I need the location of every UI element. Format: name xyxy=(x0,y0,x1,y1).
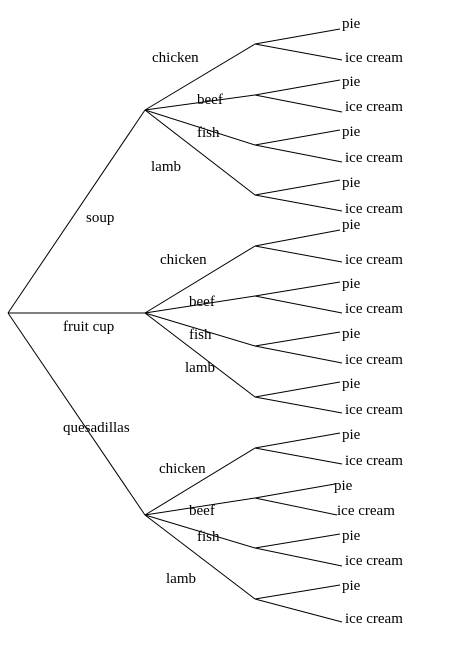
edge-fruit-cup-chicken xyxy=(144,245,256,314)
edge-quesadillas-chicken xyxy=(144,447,256,516)
edge-soup-chicken-pie xyxy=(254,28,341,45)
leaf-soup-lamb-pie: pie xyxy=(342,175,361,191)
label-fruit-cup-fish: fish xyxy=(189,327,212,343)
label-quesadillas: quesadillas xyxy=(63,420,130,436)
edge-soup-beef xyxy=(144,94,256,111)
edge-soup-chicken-ice-cream xyxy=(254,43,343,61)
edge-soup-lamb xyxy=(144,109,256,196)
edge-soup-fish xyxy=(144,109,256,146)
edge-soup-fish-pie xyxy=(254,129,341,146)
label-fruit-cup-lamb: lamb xyxy=(185,360,215,376)
label-soup-lamb: lamb xyxy=(151,159,181,175)
label-soup-fish: fish xyxy=(197,125,220,141)
leaf-fruit-cup-chicken-pie: pie xyxy=(342,217,361,233)
leaf-quesadillas-fish-pie: pie xyxy=(342,528,361,544)
leaf-soup-chicken-ice-cream: ice cream xyxy=(345,50,403,66)
edge-fruit-cup-fish-pie xyxy=(254,331,341,347)
leaf-quesadillas-beef-pie: pie xyxy=(334,478,353,494)
leaf-soup-beef-ice-cream: ice cream xyxy=(345,99,403,115)
leaf-quesadillas-beef-ice-cream: ice cream xyxy=(337,503,395,519)
leaf-fruit-cup-lamb-pie: pie xyxy=(342,376,361,392)
label-soup: soup xyxy=(86,210,114,226)
label-soup-chicken: chicken xyxy=(152,50,199,66)
edge-fruit-cup-chicken-ice-cream xyxy=(254,245,343,263)
edge-soup-beef-ice-cream xyxy=(254,94,343,113)
label-quesadillas-beef: beef xyxy=(189,503,215,519)
edge-fruit-cup-lamb-pie xyxy=(254,381,341,398)
edge-quesadillas-fish xyxy=(144,514,256,549)
label-soup-beef: beef xyxy=(197,92,223,108)
edge-quesadillas-chicken-ice-cream xyxy=(254,447,343,465)
edge-fruit-cup-beef-ice-cream xyxy=(254,295,343,314)
label-quesadillas-fish: fish xyxy=(197,529,220,545)
leaf-fruit-cup-beef-ice-cream: ice cream xyxy=(345,301,403,317)
leaf-fruit-cup-lamb-ice-cream: ice cream xyxy=(345,402,403,418)
leaf-quesadillas-lamb-ice-cream: ice cream xyxy=(345,611,403,627)
edge-soup-fish-ice-cream xyxy=(254,144,343,163)
edge-fruit-cup-beef-pie xyxy=(254,281,341,297)
label-fruit-cup-chicken: chicken xyxy=(160,252,207,268)
label-fruit-cup: fruit cup xyxy=(63,319,114,335)
edge-quesadillas-beef xyxy=(144,497,256,516)
edge-fruit-cup-lamb xyxy=(144,312,256,398)
edge-quesadillas-lamb-ice-cream xyxy=(254,598,343,623)
leaf-soup-chicken-pie: pie xyxy=(342,16,361,32)
leaf-soup-fish-pie: pie xyxy=(342,124,361,140)
leaf-fruit-cup-fish-pie: pie xyxy=(342,326,361,342)
leaf-quesadillas-chicken-ice-cream: ice cream xyxy=(345,453,403,469)
edge-soup-chicken xyxy=(144,43,256,111)
leaf-soup-beef-pie: pie xyxy=(342,74,361,90)
edge-fruit-cup-chicken-pie xyxy=(254,229,341,247)
label-fruit-cup-beef: beef xyxy=(189,294,215,310)
label-quesadillas-chicken: chicken xyxy=(159,461,206,477)
leaf-fruit-cup-fish-ice-cream: ice cream xyxy=(345,352,403,368)
edge-fruit-cup-fish xyxy=(144,312,256,347)
edge-soup-lamb-pie xyxy=(254,179,341,196)
edge-quesadillas-fish-pie xyxy=(254,533,341,549)
edge-soup xyxy=(7,109,146,314)
leaf-fruit-cup-chicken-ice-cream: ice cream xyxy=(345,252,403,268)
label-quesadillas-lamb: lamb xyxy=(166,571,196,587)
edge-fruit-cup-lamb-ice-cream xyxy=(254,396,343,414)
leaf-quesadillas-fish-ice-cream: ice cream xyxy=(345,553,403,569)
edge-quesadillas-beef-ice-cream xyxy=(254,497,338,516)
edge-quesadillas-lamb-pie xyxy=(254,584,341,600)
edge-soup-lamb-ice-cream xyxy=(254,194,343,212)
edge-quesadillas-lamb xyxy=(144,514,256,600)
edge-quesadillas-chicken-pie xyxy=(254,432,341,449)
edge-fruit-cup-beef xyxy=(144,295,256,314)
edge-quesadillas xyxy=(7,312,146,516)
leaf-quesadillas-chicken-pie: pie xyxy=(342,427,361,443)
leaf-fruit-cup-beef-pie: pie xyxy=(342,276,361,292)
leaf-soup-fish-ice-cream: ice cream xyxy=(345,150,403,166)
edge-fruit-cup-fish-ice-cream xyxy=(254,345,343,364)
leaf-quesadillas-lamb-pie: pie xyxy=(342,578,361,594)
edge-soup-beef-pie xyxy=(254,79,341,96)
edge-quesadillas-fish-ice-cream xyxy=(254,547,343,567)
edge-quesadillas-beef-pie xyxy=(254,483,336,499)
leaf-soup-lamb-ice-cream: ice cream xyxy=(345,201,403,217)
